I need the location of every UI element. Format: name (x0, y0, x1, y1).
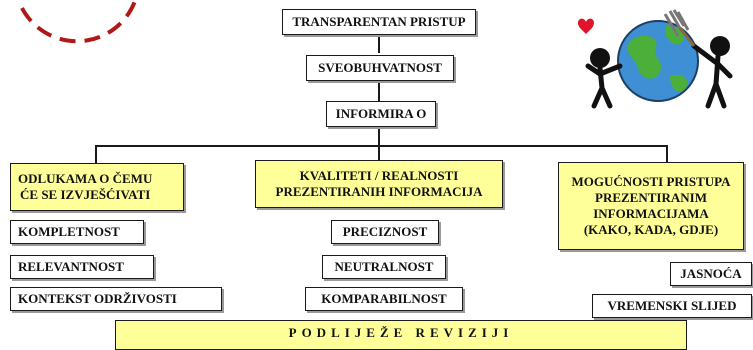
connector-left (95, 145, 97, 163)
item-vremenski-slijed: VREMENSKI SLIJED (592, 294, 752, 318)
item-komparabilnost: KOMPARABILNOST (305, 287, 463, 311)
connector-right (666, 145, 668, 162)
branch-heading-kvaliteti: KVALITETI / REALNOSTI PREZENTIRANIH INFO… (255, 160, 503, 208)
connector-top-2 (378, 81, 380, 101)
item-jasnoca: JASNOĆA (670, 262, 752, 286)
branch-heading-line: PREZENTIRANIH INFORMACIJA (275, 184, 483, 199)
branch-heading-mogucnosti: MOGUĆNOSTI PRISTUPA PREZENTIRANIM INFORM… (558, 162, 744, 250)
branch-heading-odlukama: ODLUKAMA O ČEMU ĆE SE IZVJEŠĆIVATI (10, 163, 184, 211)
branch-heading-line: ĆE SE IZVJEŠĆIVATI (20, 187, 151, 202)
footer-label: PODLIJEŽE REVIZIJI (288, 325, 514, 340)
footer-podlijeze-reviziji: PODLIJEŽE REVIZIJI (115, 320, 687, 350)
branch-heading-line: KVALITETI / REALNOSTI (299, 168, 459, 183)
node-sveobuhvatnost: SVEOBUHVATNOST (306, 55, 454, 81)
node-informira-o: INFORMIRA O (326, 101, 436, 127)
connector-middle (378, 145, 380, 160)
item-kontekst-odrzivosti: KONTEKST ODRŽIVOSTI (10, 287, 222, 311)
branch-heading-line: (KAKO, KADA, GDJE) (583, 222, 719, 237)
branch-heading-line: PREZENTIRANIM (595, 190, 707, 205)
item-preciznost: PRECIZNOST (331, 220, 439, 244)
node-transparentan-pristup: TRANSPARENTAN PRISTUP (282, 9, 476, 35)
connector-horizontal (95, 145, 668, 147)
connector-top-1 (378, 35, 380, 53)
item-neutralnost: NEUTRALNOST (322, 255, 446, 279)
connector-top-3 (378, 127, 380, 146)
dashed-circle-decoration (20, 0, 138, 44)
earth-cleaning-clipart-icon (577, 9, 733, 109)
item-relevantnost: RELEVANTNOST (10, 255, 154, 279)
branch-heading-line: MOGUĆNOSTI PRISTUPA (571, 174, 731, 189)
branch-heading-line: INFORMACIJAMA (593, 206, 709, 221)
branch-heading-line: ODLUKAMA O ČEMU (18, 171, 153, 186)
item-kompletnost: KOMPLETNOST (10, 220, 144, 244)
